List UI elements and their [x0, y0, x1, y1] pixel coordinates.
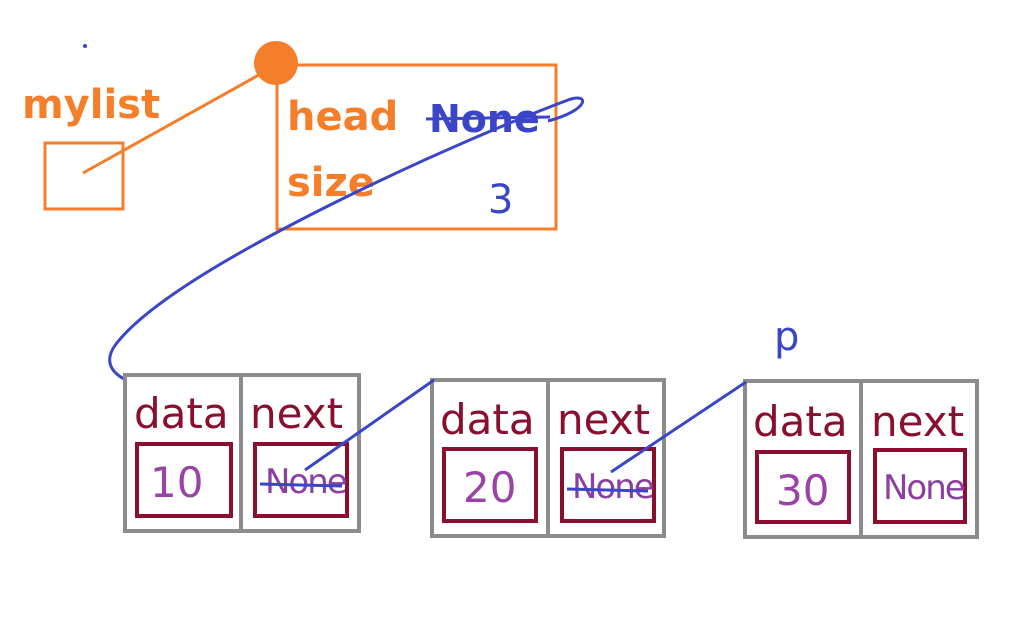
reference-endpoint-dot	[254, 41, 298, 85]
next-value-box	[560, 447, 656, 523]
pointer-p-label: p	[774, 314, 799, 360]
node-data-label: data	[440, 395, 535, 444]
head-strikethrough	[425, 115, 551, 121]
node-data-value: 30	[776, 466, 829, 515]
node-3: data next 30 None	[743, 379, 979, 539]
next-value-box	[253, 442, 349, 518]
node-next-label: next	[250, 389, 343, 438]
node-data-label: data	[134, 389, 229, 438]
node-data-value: 20	[463, 463, 516, 512]
next-strikethrough	[259, 482, 343, 488]
stray-dot	[83, 44, 87, 48]
data-value-box	[442, 447, 538, 523]
data-value-box	[135, 442, 233, 518]
next-strikethrough	[566, 487, 649, 493]
node-1-next-pointer	[304, 378, 435, 472]
size-label: size	[287, 160, 375, 206]
data-value-box	[755, 450, 851, 524]
list-object-box	[275, 63, 558, 231]
head-label: head	[287, 94, 398, 140]
size-value: 3	[488, 177, 513, 223]
variable-box	[43, 141, 125, 211]
head-pointer-curve	[108, 96, 585, 382]
node-data-label: data	[753, 397, 848, 446]
node-next-value: None	[883, 468, 965, 508]
next-value-box	[873, 448, 967, 524]
variable-name-label: mylist	[22, 82, 160, 128]
node-2-next-pointer	[610, 380, 747, 474]
node-next-label: next	[557, 395, 650, 444]
node-2: data next 20 None	[430, 378, 666, 538]
node-1: data next 10 None	[123, 373, 361, 533]
node-next-label: next	[871, 397, 964, 446]
variable-reference-arrow	[82, 64, 276, 175]
node-next-value: None	[572, 467, 654, 507]
node-data-value: 10	[150, 458, 203, 507]
